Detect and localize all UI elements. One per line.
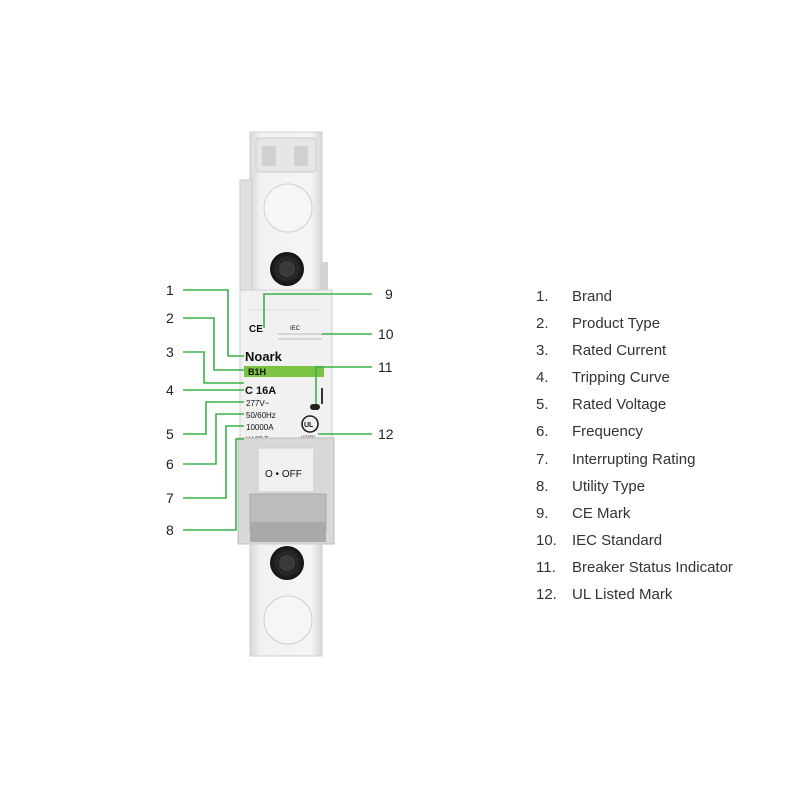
callout-number: 6 <box>166 456 174 472</box>
frequency-label: 50/60Hz <box>246 411 276 420</box>
leader-lines <box>183 289 372 531</box>
legend-number: 1. <box>536 288 549 305</box>
legend-label: Rated Current <box>572 342 667 360</box>
upper-screw-head <box>277 259 297 279</box>
iec-standard-mark: IEC <box>290 326 301 332</box>
legend-label: CE Mark <box>572 504 631 522</box>
off-status-label: O • OFF <box>265 469 302 480</box>
leader-line-6 <box>183 413 244 465</box>
legend-label: Tripping Curve <box>572 369 670 387</box>
legend-label: Product Type <box>572 315 661 333</box>
legend-item: 7. Interrupting Rating <box>536 449 733 476</box>
toggle-lever-shadow <box>250 522 326 542</box>
legend-number: 3. <box>536 342 549 360</box>
callout-number: 4 <box>166 382 174 398</box>
legend-number: 10. <box>536 531 557 549</box>
legend-number: 11. <box>536 558 556 576</box>
legend-number: 8. <box>536 477 549 495</box>
callout-number: 9 <box>385 286 393 302</box>
legend-list: 1. Brand 2. Product Type 3. Rated Current 4… <box>536 286 733 611</box>
legend-number: 6. <box>536 423 549 441</box>
ul-mark-text: UL <box>304 422 314 429</box>
legend-number: 7. <box>536 450 549 468</box>
rated-current-label: C 16A <box>245 385 276 397</box>
legend-label: Brand <box>572 288 613 305</box>
callout-number: 10 <box>378 326 394 342</box>
leader-line-8 <box>183 438 244 531</box>
toggle-window <box>257 447 315 493</box>
legend-label: Frequency <box>572 423 643 441</box>
circuit-breaker: CE IEC Noark B1H C 16A 277V~ 50/60Hz 100… <box>237 131 335 657</box>
leader-line-11 <box>315 366 372 404</box>
legend-number: 9. <box>536 504 549 522</box>
legend-label: Utility Type <box>572 477 646 495</box>
leader-line-5 <box>183 401 244 435</box>
lower-terminal-cap <box>263 595 313 645</box>
legend-item: 4. Tripping Curve <box>536 367 733 394</box>
product-type-band <box>244 366 324 377</box>
callout-number: 11 <box>378 359 393 375</box>
legend-item: 1. Brand <box>536 286 733 313</box>
callout-number: 12 <box>378 426 394 442</box>
brand-label: Noark <box>245 349 283 364</box>
legend-item: 9. CE Mark <box>536 503 733 530</box>
status-indicator-window <box>310 404 320 410</box>
leader-line-3 <box>183 351 244 384</box>
legend-item: 10. IEC Standard <box>536 530 733 557</box>
legend-item: 3. Rated Current <box>536 340 733 367</box>
ul-listed-mark-icon: UL LISTED <box>301 415 319 439</box>
interrupting-rating-label: 10000A <box>246 423 274 432</box>
legend-label: Breaker Status Indicator <box>572 558 733 576</box>
legend-item: 5. Rated Voltage <box>536 394 733 421</box>
callout-number: 3 <box>166 344 174 360</box>
leader-line-1 <box>183 289 244 357</box>
legend-item: 2. Product Type <box>536 313 733 340</box>
legend-number: 4. <box>536 369 549 387</box>
ul-listed-text: LISTED <box>301 434 315 439</box>
legend-number: 5. <box>536 396 549 414</box>
legend-item: 6. Frequency <box>536 421 733 448</box>
breaker-front-face <box>239 289 333 439</box>
upper-terminal-side <box>239 179 253 291</box>
leader-line-9 <box>263 293 372 328</box>
product-type-label: B1H <box>248 367 266 377</box>
callout-number: 7 <box>166 490 174 506</box>
callout-number: 2 <box>166 310 174 326</box>
legend-label: Interrupting Rating <box>572 450 696 468</box>
upper-terminal-notch <box>262 146 276 166</box>
callout-number: 8 <box>166 522 174 538</box>
legend-item: 12. UL Listed Mark <box>536 584 733 611</box>
upper-terminal-notch-2 <box>294 146 308 166</box>
legend-label: Rated Voltage <box>572 396 667 414</box>
leader-line-7 <box>183 425 244 499</box>
upper-terminal-cap <box>263 183 313 233</box>
rated-voltage-label: 277V~ <box>246 399 270 408</box>
legend-number: 12. <box>536 586 557 604</box>
legend-item: 11. Breaker Status Indicator <box>536 557 733 584</box>
callout-number: 5 <box>166 426 174 442</box>
ce-mark: CE <box>249 324 263 335</box>
legend-item: 8. Utility Type <box>536 476 733 503</box>
callout-number: 1 <box>166 282 174 298</box>
lower-screw-head <box>277 553 297 573</box>
legend-label: IEC Standard <box>572 531 663 549</box>
legend-label: UL Listed Mark <box>572 586 673 604</box>
leader-line-2 <box>183 317 244 371</box>
legend-number: 2. <box>536 315 549 333</box>
